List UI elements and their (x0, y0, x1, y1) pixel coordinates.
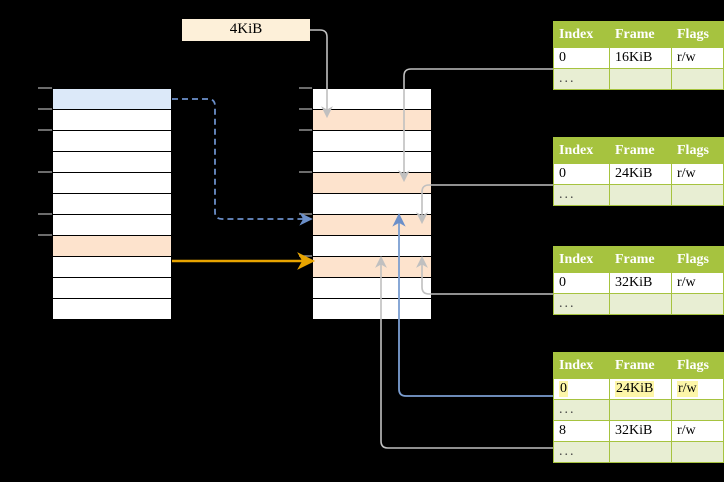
virtual-page-row-7 (52, 235, 172, 257)
physical-frame-row-2 (312, 130, 432, 152)
size-label-4kib: 4KiB (182, 19, 310, 41)
physical-frame-row-10 (312, 298, 432, 320)
physical-frame-row-5 (312, 193, 432, 215)
cell-flags (671, 399, 724, 421)
table-header-row: Index Frame Flags (553, 137, 724, 164)
col-header-flags: Flags (671, 21, 724, 48)
cell-flags (671, 184, 724, 206)
gray-link-table2-to-frame6 (416, 184, 553, 225)
cell-frame: 32KiB (609, 272, 672, 294)
table-row: 0 16KiB r/w (553, 47, 724, 69)
col-header-flags: Flags (671, 352, 724, 379)
page-table-3: Index Frame Flags 0 32KiB r/w ... (553, 246, 724, 315)
table-row-ellipsis: ... (553, 68, 724, 90)
table-header-row: Index Frame Flags (553, 21, 724, 48)
virtual-page-row-2 (52, 130, 172, 152)
virtual-page-row-1 (52, 109, 172, 131)
cell-flags (671, 441, 724, 463)
table-row-highlighted: 0 24KiB r/w (553, 378, 724, 400)
physical-frame-row-4 (312, 172, 432, 194)
cell-index: 0 (553, 163, 610, 185)
virtual-page-row-6 (52, 214, 172, 236)
cell-index: ... (553, 441, 610, 463)
table-header-row: Index Frame Flags (553, 352, 724, 379)
table-row: 0 32KiB r/w (553, 272, 724, 294)
cell-index: 0 (553, 378, 610, 400)
cell-frame (609, 184, 672, 206)
virtual-page-row-8 (52, 256, 172, 278)
cell-index: ... (553, 399, 610, 421)
cell-flags (671, 68, 724, 90)
cell-frame: 16KiB (609, 47, 672, 69)
physical-frame-row-6 (312, 214, 432, 236)
physical-frame-row-9 (312, 277, 432, 299)
cell-flags (671, 293, 724, 315)
cell-index: 0 (553, 47, 610, 69)
col-header-index: Index (553, 21, 610, 48)
table-row: 0 24KiB r/w (553, 163, 724, 185)
virtual-page-row-0 (52, 88, 172, 110)
virtual-page-row-5 (52, 193, 172, 215)
virtual-page-row-3 (52, 151, 172, 173)
cell-frame (609, 441, 672, 463)
col-header-frame: Frame (609, 21, 672, 48)
cell-index: ... (553, 184, 610, 206)
physical-frame-row-8 (312, 256, 432, 278)
physical-frame-row-3 (312, 151, 432, 173)
cell-flags: r/w (671, 272, 724, 294)
col-header-index: Index (553, 352, 610, 379)
table-row-ellipsis: ... (553, 441, 724, 463)
cell-frame: 32KiB (609, 420, 672, 442)
gray-link-table3-to-frame8 (416, 255, 553, 295)
col-header-index: Index (553, 246, 610, 273)
table-row: 8 32KiB r/w (553, 420, 724, 442)
table-row-ellipsis: ... (553, 184, 724, 206)
cell-index-value: 0 (559, 381, 568, 397)
cell-frame-value: 24KiB (615, 381, 655, 397)
cell-frame (609, 293, 672, 315)
col-header-index: Index (553, 137, 610, 164)
virtual-page-row-9 (52, 277, 172, 299)
cell-flags: r/w (671, 163, 724, 185)
page-table-4: Index Frame Flags 0 24KiB r/w ... 8 32Ki… (553, 352, 724, 463)
physical-frame-row-7 (312, 235, 432, 257)
cell-flags: r/w (671, 47, 724, 69)
col-header-flags: Flags (671, 137, 724, 164)
table-header-row: Index Frame Flags (553, 246, 724, 273)
cell-flags-value: r/w (677, 381, 698, 397)
cell-index: 0 (553, 272, 610, 294)
cell-frame (609, 399, 672, 421)
cell-frame (609, 68, 672, 90)
cell-frame: 24KiB (609, 163, 672, 185)
physical-frame-row-1 (312, 109, 432, 131)
table-row-ellipsis: ... (553, 293, 724, 315)
page-table-1: Index Frame Flags 0 16KiB r/w ... (553, 21, 724, 90)
cell-flags: r/w (671, 378, 724, 400)
cell-index: ... (553, 68, 610, 90)
col-header-frame: Frame (609, 137, 672, 164)
cell-frame: 24KiB (609, 378, 672, 400)
col-header-flags: Flags (671, 246, 724, 273)
cell-index: ... (553, 293, 610, 315)
blue-dashed-link-vpage0-to-frame6 (172, 98, 313, 226)
physical-frame-row-0 (312, 88, 432, 110)
col-header-frame: Frame (609, 352, 672, 379)
virtual-page-row-10 (52, 298, 172, 320)
table-row-ellipsis: ... (553, 399, 724, 421)
virtual-page-row-4 (52, 172, 172, 194)
page-table-2: Index Frame Flags 0 24KiB r/w ... (553, 137, 724, 206)
col-header-frame: Frame (609, 246, 672, 273)
cell-index: 8 (553, 420, 610, 442)
cell-flags: r/w (671, 420, 724, 442)
